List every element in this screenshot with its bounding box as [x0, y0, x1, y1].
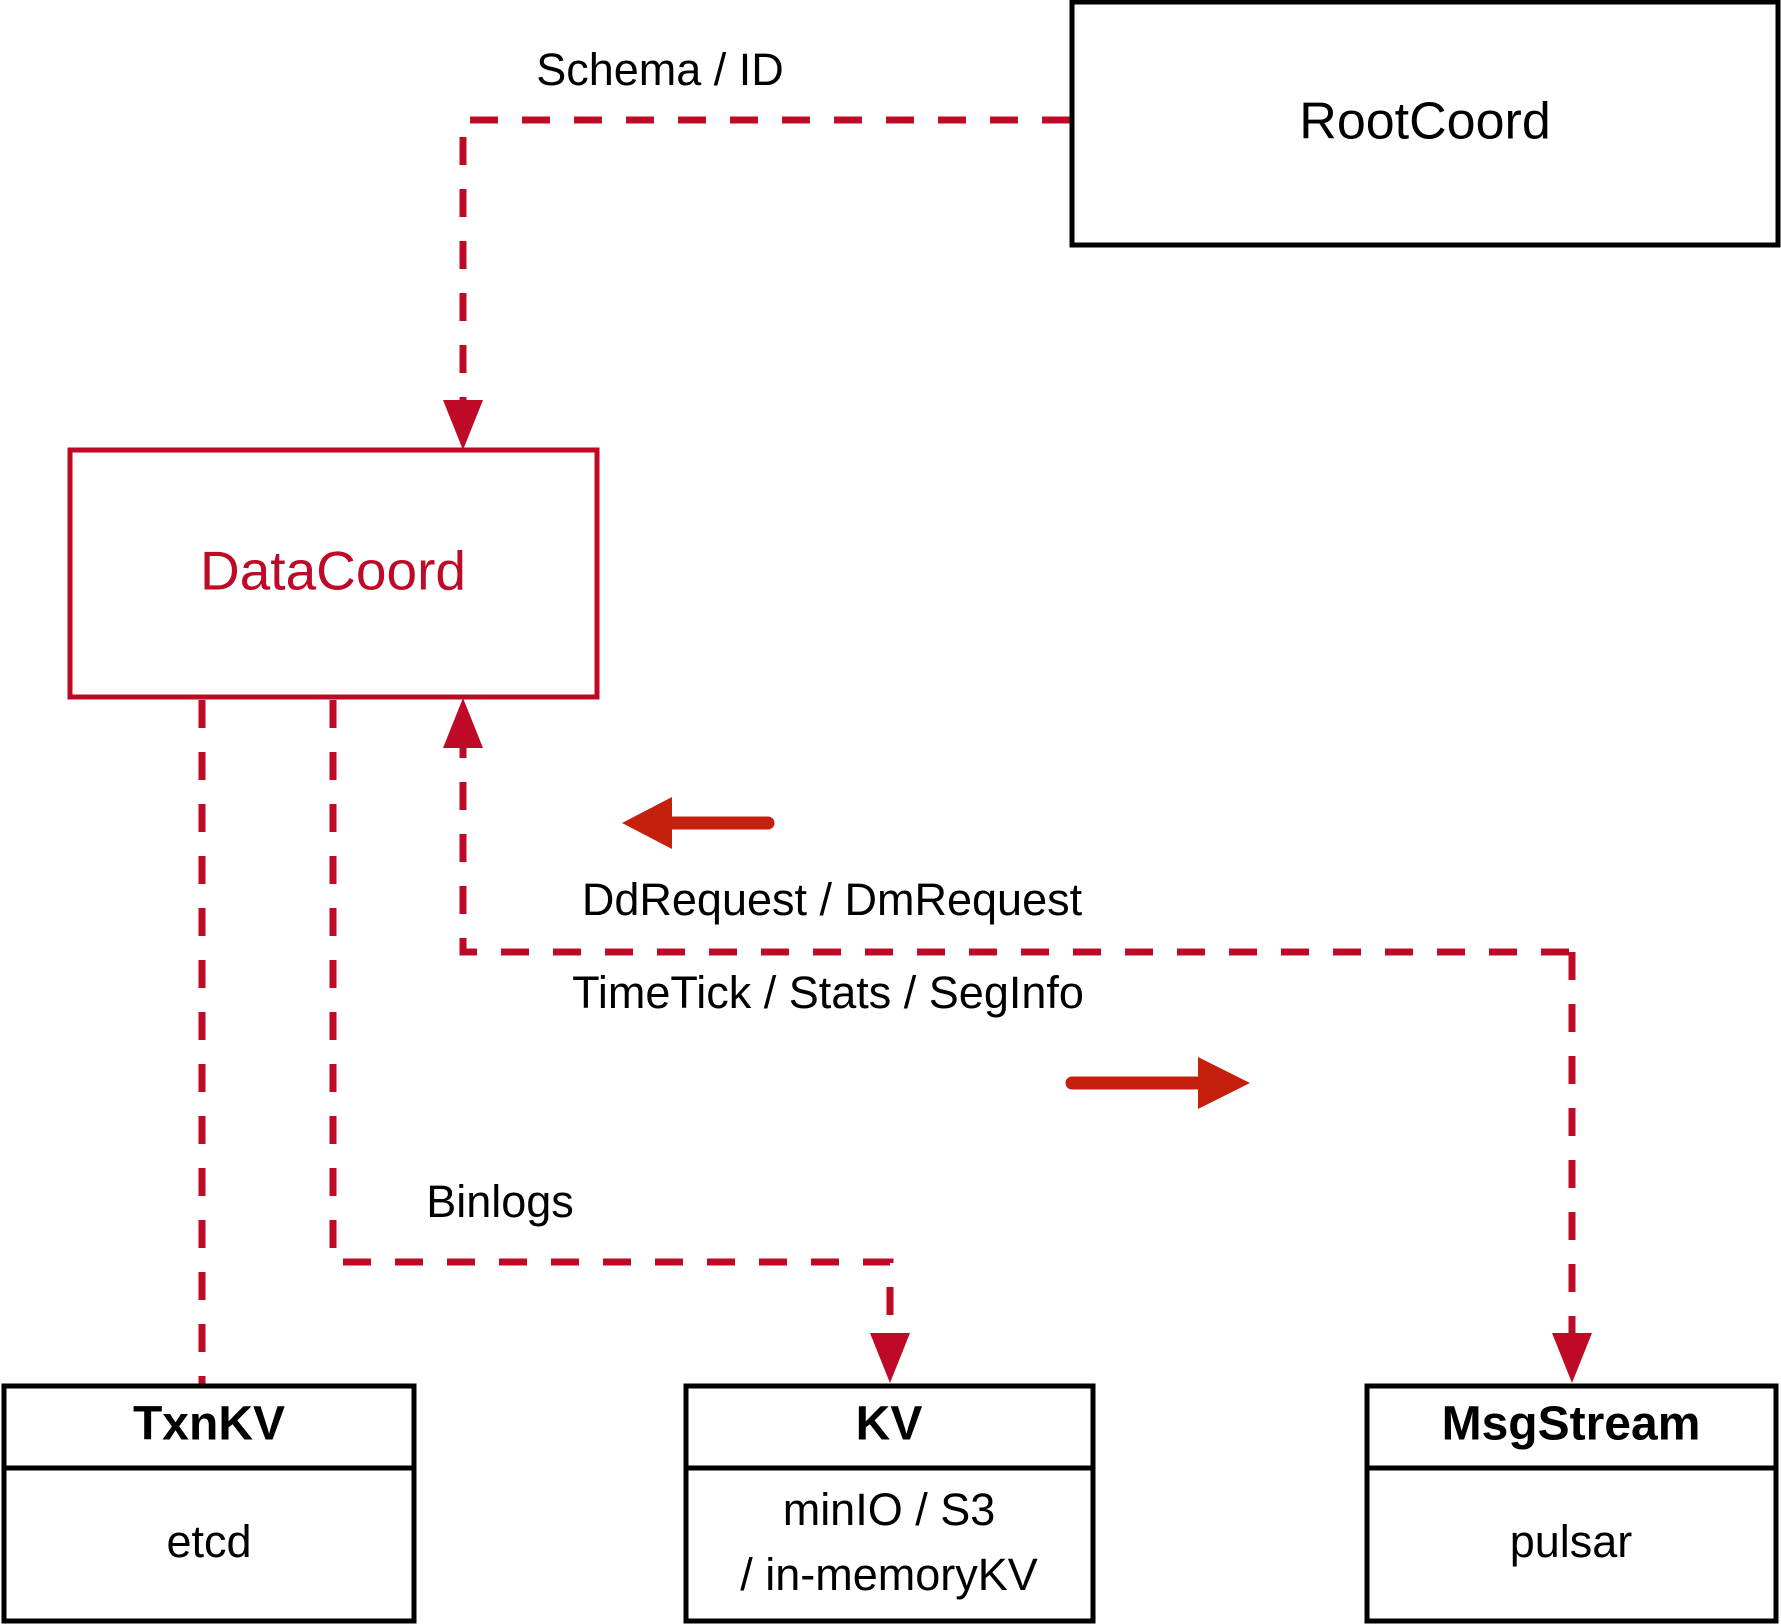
node-datacoord-label: DataCoord [200, 540, 466, 602]
node-kv-title: KV [856, 1398, 923, 1451]
edge-binlogs [329, 700, 910, 1383]
node-msgstream-subtitle: pulsar [1510, 1516, 1633, 1567]
node-rootcoord-box [1069, 0, 1781, 248]
arrow-incoming-request [622, 797, 775, 849]
arrow-outgoing-timetick [1065, 1057, 1250, 1109]
node-datacoord-box [67, 447, 600, 700]
node-txnkv[interactable]: TxnKV etcd [1, 1383, 417, 1624]
arrowhead-msgstream-to-datacoord [443, 698, 483, 748]
node-msgstream-box [1364, 1383, 1779, 1624]
edge-msgstream-to-datacoord [443, 698, 1572, 956]
edge-label-schema-id: Schema / ID [536, 44, 784, 95]
edge-label-timetick-stats-seginfo: TimeTick / Stats / SegInfo [572, 967, 1084, 1018]
arrowhead-binlogs [870, 1333, 910, 1383]
arrowhead-incoming-request [622, 797, 672, 849]
edge-label-binlogs: Binlogs [426, 1176, 574, 1227]
node-rootcoord-label: RootCoord [1299, 93, 1550, 151]
node-kv-box [683, 1383, 1096, 1624]
node-kv[interactable]: KV minIO / S3 / in-memoryKV [683, 1383, 1096, 1624]
node-txnkv-subtitle: etcd [166, 1516, 251, 1567]
node-txnkv-title: TxnKV [133, 1398, 285, 1451]
node-kv-subtitle-line-1: minIO / S3 [783, 1484, 996, 1535]
edge-datacoord-msgstream [1552, 952, 1592, 1383]
edge-label-dd-dm-request: DdRequest / DmRequest [582, 874, 1083, 925]
arrowhead-schema-id [443, 400, 483, 450]
edge-schema-id [443, 116, 1070, 450]
node-txnkv-box [1, 1383, 417, 1624]
node-msgstream-title: MsgStream [1442, 1398, 1701, 1451]
arrowhead-datacoord-msgstream [1552, 1333, 1592, 1383]
node-datacoord[interactable]: DataCoord [67, 447, 600, 700]
arrowhead-outgoing-timetick [1198, 1057, 1250, 1109]
node-rootcoord[interactable]: RootCoord [1069, 0, 1781, 248]
node-kv-subtitle-line-2: / in-memoryKV [740, 1549, 1038, 1600]
node-msgstream[interactable]: MsgStream pulsar [1364, 1383, 1779, 1624]
